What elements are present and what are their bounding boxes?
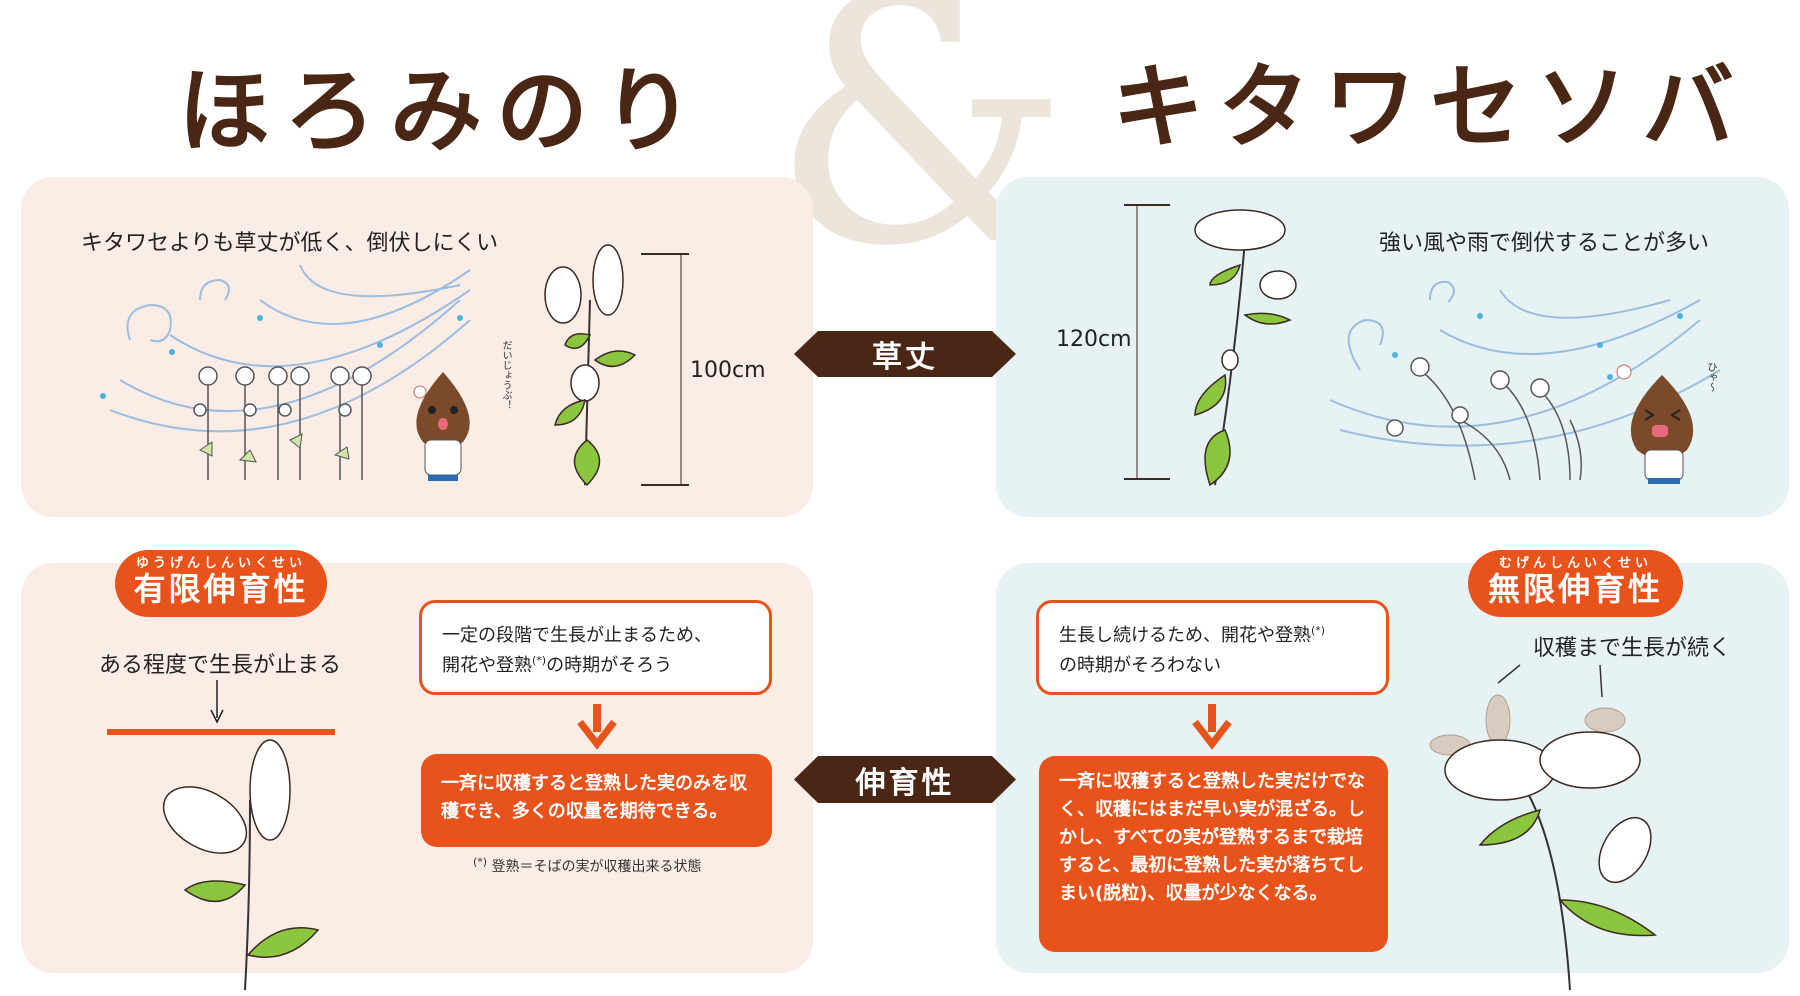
mascot-happy-icon [413, 372, 470, 481]
determinate-result-box: 一斉に収穫すると登熟した実のみを収穫でき、多くの収量を期待できる。 [421, 754, 772, 847]
badge-label: 無限伸育性 [1487, 570, 1663, 608]
horominori-height-caption: キタワセよりも草丈が低く、倒伏しにくい [81, 231, 499, 256]
kitawase-wind-illustration [1329, 280, 1721, 481]
kitawase-height-caption: 強い風や雨で倒伏することが多い [1379, 231, 1710, 256]
indeterminate-caption: 収穫まで生長が続く [1533, 636, 1732, 661]
horominori-wind-illustration [100, 264, 471, 480]
horominori-height-dimension-line [641, 253, 689, 486]
determinate-info-box: 一定の段階で生長が止まるため、 開花や登熟(*)の時期がそろう [419, 600, 772, 695]
mascot-scared-icon [1616, 364, 1694, 484]
note-mark: (*) [532, 654, 547, 667]
horominori-plant-illustration [544, 244, 637, 487]
horominori-mascot-speech: だいじょうぶ！ [500, 340, 511, 410]
indeterminate-info-box: 生長し続けるため、開花や登熟(*) の時期がそろわない [1036, 600, 1389, 695]
horominori-height-value: 100cm [690, 358, 766, 383]
orange-down-arrow-icon [1192, 704, 1232, 750]
kitawase-plant-illustration [1194, 209, 1297, 487]
badge-label: 有限伸育性 [133, 570, 309, 608]
footnote-mark: (*) [473, 855, 488, 869]
footnote: (*) 登熟＝そばの実が収穫出来る状態 [473, 855, 702, 876]
indeterminate-plant-illustration [1429, 664, 1657, 991]
indeterminate-info-line1: 生長し続けるため、開花や登熟 [1059, 625, 1311, 646]
down-arrow-icon [107, 680, 335, 735]
badge-ruby: むげんしんいくせい [1498, 556, 1652, 571]
badge-determinate-growth: ゆうげんしんいくせい 有限伸育性 [115, 550, 327, 617]
determinate-info-line2b: の時期がそろう [546, 655, 673, 676]
determinate-info-line2a: 開花や登熟 [442, 655, 532, 676]
badge-ruby: ゆうげんしんいくせい [135, 556, 306, 571]
indeterminate-result-box: 一斉に収穫すると登熟した実だけでなく、収穫にはまだ早い実が混ざる。しかし、すべて… [1039, 756, 1388, 952]
orange-down-arrow-icon [577, 704, 617, 750]
determinate-plant-illustration [162, 739, 320, 991]
label-plant-height: 草丈 [794, 331, 1016, 377]
kitawase-height-value: 120cm [1056, 327, 1132, 352]
kitawase-height-dimension-line [1124, 204, 1170, 480]
determinate-caption: ある程度で生長が止まる [99, 653, 342, 678]
determinate-info-line1: 一定の段階で生長が止まるため、 [442, 625, 712, 646]
title-horominori: ほろみのり [178, 58, 709, 165]
footnote-text: 登熟＝そばの実が収穫出来る状態 [491, 859, 702, 875]
note-mark: (*) [1311, 624, 1326, 637]
indeterminate-info-line2: の時期がそろわない [1059, 655, 1221, 676]
label-growth-habit: 伸育性 [794, 756, 1016, 803]
kitawase-mascot-speech: ひゃ〜 [1705, 362, 1716, 392]
title-kitawase-soba: キタワセソバ [1112, 54, 1749, 161]
badge-indeterminate-growth: むげんしんいくせい 無限伸育性 [1468, 550, 1683, 617]
